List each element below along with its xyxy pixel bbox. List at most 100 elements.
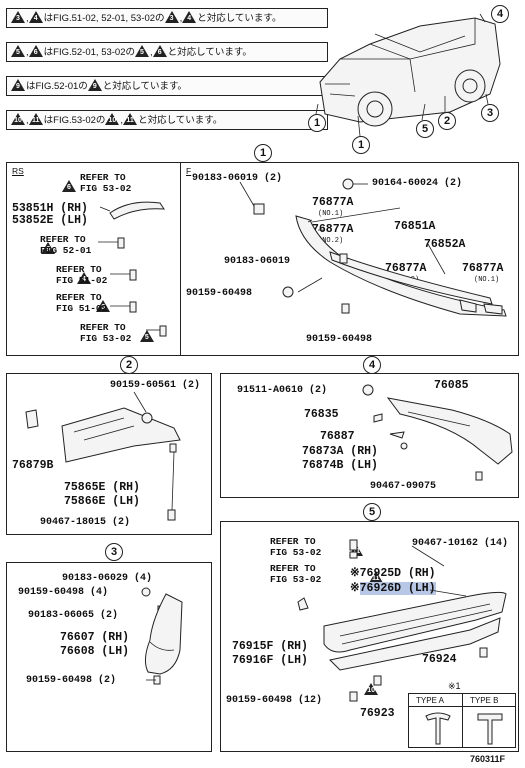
part-76835: 76835 [304, 408, 339, 421]
ref-triangle-icon: 4 [28, 11, 43, 23]
section-2-panel [6, 373, 212, 535]
side-skirt-drawing [297, 539, 507, 702]
part-90159-60498-2: 90159-60498 (2) [26, 675, 117, 686]
type-a-label: TYPE A [416, 696, 445, 705]
section-callout-5: 5 [363, 503, 381, 521]
rs-refer-2: REFER TO FIG 52-01 [40, 234, 92, 256]
part-76608: 76608 (LH) [60, 645, 130, 658]
ref-triangle-icon: 3 [96, 300, 111, 312]
type-a-clip-icon [425, 712, 451, 745]
part-76923: 76923 [360, 707, 395, 720]
part-90183-06019-2: 90183-06019 (2) [192, 173, 283, 184]
section-callout-3: 3 [105, 543, 123, 561]
part-53852e: 53852E (LH) [12, 214, 88, 227]
rear-spoiler-drawing [362, 384, 513, 481]
s5-refer-1: REFER TO FIG 53-02 [270, 536, 322, 558]
section-divider [180, 162, 181, 356]
part-76852a: 76852A [424, 238, 466, 251]
part-76877a-no1: 76877A [312, 196, 354, 209]
type-box-title: ※1 [448, 681, 461, 691]
part-53851h: 53851H (RH) [12, 202, 88, 215]
ref-triangle-icon: 6 [62, 180, 76, 192]
ref-triangle-icon: 10 [364, 683, 379, 695]
ref-triangle-icon: 10 [105, 113, 120, 125]
ref-triangle-icon: 5 [139, 330, 154, 342]
section-callout-4: 4 [363, 356, 381, 374]
part-90159-60498-b: 90159-60498 [306, 334, 373, 345]
ref-triangle-icon: 4 [182, 11, 197, 23]
section-callout-2: 2 [120, 356, 138, 374]
callout-1: 1 [352, 136, 370, 154]
rs-tag: RS [12, 166, 24, 176]
rs-fasteners [98, 237, 167, 337]
front-spoiler-drawing [239, 178, 507, 317]
callout-2: 2 [438, 112, 456, 130]
figure-id: 760311F [470, 754, 506, 764]
part-90467-10162: 90467-10162 (14) [412, 538, 509, 549]
rs-refer-5: REFER TO FIG 53-02 [80, 322, 132, 344]
part-76851a: 76851A [394, 220, 436, 233]
part-76085: 76085 [434, 379, 469, 392]
ref-triangle-icon: 9 [11, 79, 25, 91]
part-91511-a0610: 91511-A0610 (2) [237, 385, 328, 396]
ref-triangle-icon: 9 [41, 242, 56, 254]
ref-triangle-icon: 11 [368, 571, 383, 583]
rs-refer-3: REFER TO FIG 51-02 [56, 264, 108, 286]
part-90159-60498-a: 90159-60498 [186, 288, 253, 299]
part-76873a: 76873A (RH) [302, 445, 378, 458]
callout-4: 4 [491, 5, 509, 23]
part-75865e: 75865E (RH) [64, 481, 140, 494]
part-75866e: 75866E (LH) [64, 495, 140, 508]
rs-bracket [99, 201, 165, 220]
ref-triangle-icon: 11 [28, 113, 43, 125]
ref-triangle-icon: 3 [11, 11, 25, 23]
ref-triangle-icon: 10 [11, 113, 25, 125]
part-76916f: 76916F (LH) [232, 654, 308, 667]
section-2-drawing [25, 391, 181, 521]
part-76877a-no2-note: (NO.2) [318, 237, 344, 245]
part-90467-18015: 90467-18015 (2) [40, 517, 131, 528]
ref-triangle-icon: 9 [87, 79, 102, 91]
car-illustration [315, 13, 501, 137]
part-90164-60024: 90164-60024 (2) [372, 178, 463, 189]
part-76924: 76924 [422, 653, 457, 666]
ref-triangle-icon: 6 [152, 45, 167, 57]
callout-1: 1 [308, 114, 326, 132]
part-90159-60561: 90159-60561 (2) [110, 380, 201, 391]
part-76925d: ※76925D (RH) [350, 567, 436, 580]
part-76877a-no2-b: 76877A [385, 262, 427, 275]
ref-triangle-icon: 4 [76, 272, 91, 284]
part-76877a-no1-b: 76877A [462, 262, 504, 275]
type-b-clip-icon [477, 713, 503, 745]
s5-refer-2: REFER TO FIG 53-02 [270, 563, 322, 585]
f-tag: F [186, 166, 192, 176]
part-90183-06029: 90183-06029 (4) [62, 573, 153, 584]
type-box-header-line [408, 706, 516, 707]
part-76926d: ※76926D (LH) [350, 582, 436, 595]
part-90183-06065: 90183-06065 (2) [28, 610, 119, 621]
ref-triangle-icon: 5 [135, 45, 149, 57]
type-b-label: TYPE B [470, 696, 499, 705]
section-callout-1: 1 [254, 144, 272, 162]
part-76607: 76607 (RH) [60, 631, 130, 644]
mudflap-drawing [141, 587, 183, 685]
part-90467-09075: 90467-09075 [370, 481, 437, 492]
part-76877a-no1-b-note: (NO.1) [474, 276, 500, 284]
part-90183-06019: 90183-06019 [224, 256, 291, 267]
part-90159-60498-12: 90159-60498 (12) [226, 695, 323, 706]
part-90159-60498-4: 90159-60498 (4) [18, 587, 109, 598]
callout-3: 3 [481, 104, 499, 122]
ref-triangle-icon: 11 [123, 113, 138, 125]
part-76877a-no1-note: (NO.1) [318, 210, 344, 218]
rs-refer-4: REFER TO FIG 51-02 [56, 292, 108, 314]
part-76915f: 76915F (RH) [232, 640, 308, 653]
part-76877a-no2: 76877A [312, 223, 354, 236]
part-76874b: 76874B (LH) [302, 459, 378, 472]
section-1-panel [6, 162, 519, 356]
rs-refer-1: REFER TO FIG 53-02 [80, 172, 132, 194]
ref-triangle-icon: 3 [164, 11, 179, 23]
